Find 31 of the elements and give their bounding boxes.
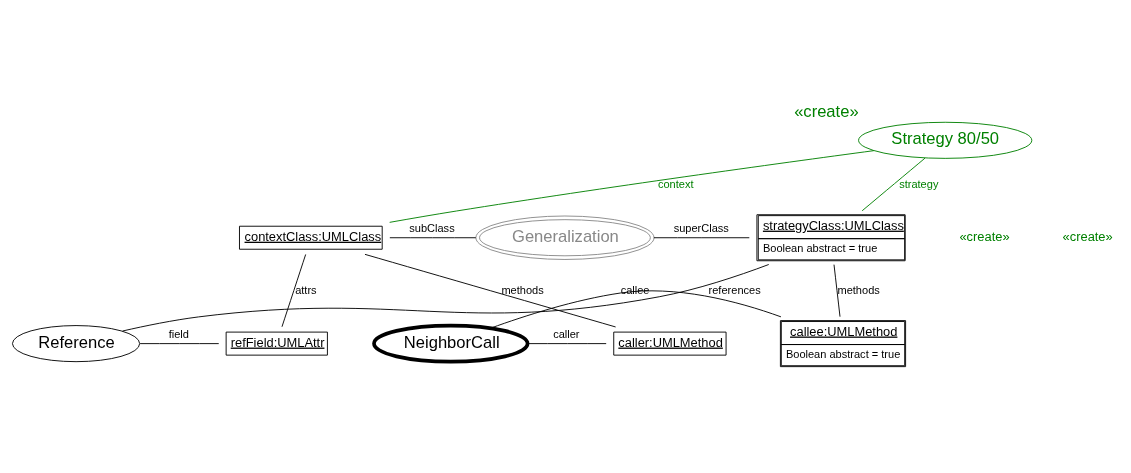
connector [833, 263, 841, 317]
connector [389, 236, 477, 238]
connector [527, 342, 607, 344]
edge-label: attrs [295, 283, 317, 296]
connector [490, 289, 782, 329]
connector [861, 157, 926, 211]
connector [122, 263, 770, 331]
connector [139, 342, 220, 344]
edge-label: strategy [899, 177, 939, 190]
connector [389, 149, 875, 223]
edge-label: superClass [673, 221, 729, 234]
connector [653, 236, 750, 238]
node-label: «create» [794, 101, 859, 121]
edge-label: subClass [409, 221, 455, 234]
node-ellipse: Strategy 80/50 [858, 121, 1033, 159]
connector [281, 253, 307, 327]
edge-label: methods [837, 283, 880, 296]
node-box: caller:UMLMethod [613, 331, 727, 356]
connector [364, 253, 617, 327]
label: «create» [959, 228, 1010, 244]
node-box: refField:UMLAttr [225, 331, 328, 356]
node-ellipse: Reference [12, 324, 141, 362]
edge-label: context [657, 177, 694, 190]
edge-label: field [168, 327, 189, 340]
node-ellipse: NeighborCall [372, 323, 530, 363]
edge-label: callee [620, 283, 650, 296]
edge-label: references [708, 283, 761, 296]
node-box: contextClass:UMLClass [239, 225, 383, 250]
label: «create» [1062, 228, 1113, 244]
edge-label: caller [553, 327, 580, 340]
edge-label: methods [501, 283, 544, 296]
